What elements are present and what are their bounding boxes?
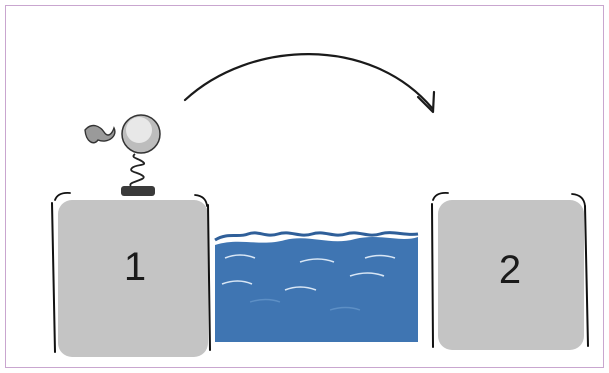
platform-2-label: 2 xyxy=(485,248,535,293)
water-pool xyxy=(215,233,418,342)
curved-arrow-icon xyxy=(185,54,434,112)
spring-robot-icon xyxy=(85,115,160,196)
platform-1-label: 1 xyxy=(110,245,160,290)
